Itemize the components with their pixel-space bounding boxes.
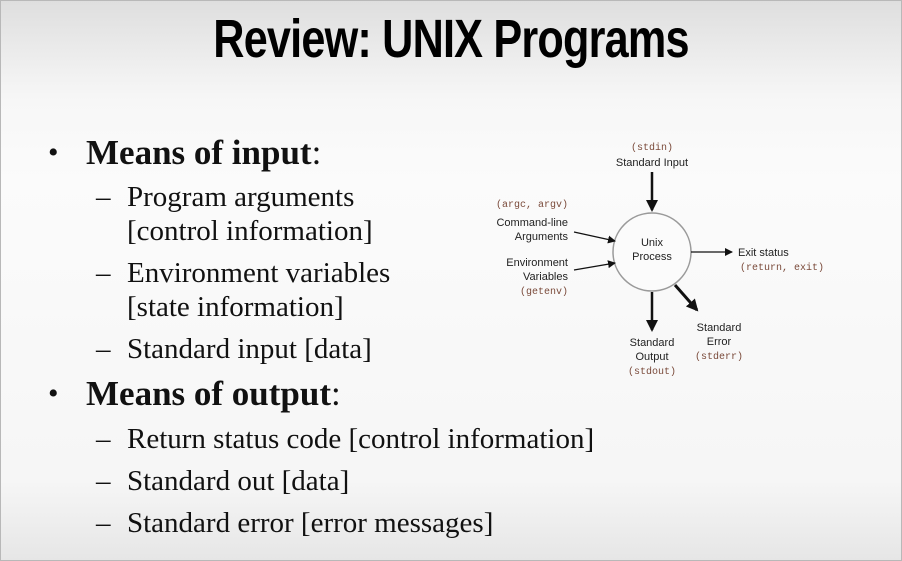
unix-process-diagram: (stdin) Standard Input Unix Process (arg… (470, 130, 870, 390)
env-label-line2: Variables (522, 271, 568, 283)
env-label-line1: Environment (506, 257, 568, 269)
sub-item-program-arguments: –Program arguments [control information] (96, 180, 373, 248)
args-arrow (573, 231, 616, 244)
exit-label: Exit status (738, 247, 789, 259)
args-label-line2: Arguments (514, 231, 568, 243)
stdout-label-line2: Output (635, 351, 669, 363)
sub-item-environment-variables: –Environment variables [state informatio… (96, 256, 390, 324)
exit-code: (return, exit) (740, 263, 825, 274)
bullet-means-of-output: • Means of output: (48, 374, 341, 414)
stderr-label-line2: Error (706, 336, 732, 348)
stdout-code: (stdout) (627, 367, 676, 378)
sub-item-text: Standard error [error messages] (127, 507, 494, 539)
stdin-label: Standard Input (615, 157, 689, 169)
stderr-code: (stderr) (694, 352, 743, 363)
process-label-line2: Process (632, 251, 672, 263)
dash: – (96, 423, 111, 455)
input-heading: Means of input (86, 133, 312, 172)
sub-item-standard-out: –Standard out [data] (96, 464, 349, 498)
stdin-code: (stdin) (630, 143, 673, 154)
args-code: (argc, argv) (495, 200, 568, 211)
sub-item-detail: [control information] (127, 215, 373, 247)
dash: – (96, 333, 111, 365)
sub-item-text: Environment variables (127, 257, 391, 289)
sub-item-detail: [state information] (127, 291, 344, 323)
slide-title: Review: UNIX Programs (213, 9, 689, 69)
output-heading-colon: : (331, 374, 341, 413)
sub-item-standard-input: –Standard input [data] (96, 332, 372, 366)
input-heading-colon: : (311, 133, 322, 172)
dash: – (96, 181, 111, 213)
sub-item-return-status: –Return status code [control information… (96, 422, 594, 456)
diagram-graphics (573, 172, 733, 332)
env-arrow (573, 260, 616, 271)
sub-item-text: Program arguments (127, 181, 355, 213)
sub-item-text: Standard out [data] (127, 465, 350, 497)
dash: – (96, 257, 111, 289)
args-label-line1: Command-line (496, 217, 568, 229)
process-label-line1: Unix (640, 237, 663, 249)
sub-item-text: Return status code [control information] (127, 423, 595, 455)
dash: – (96, 507, 111, 539)
bullet-dot: • (48, 136, 59, 169)
stderr-arrow (673, 284, 699, 312)
sub-item-standard-error: –Standard error [error messages] (96, 506, 493, 540)
dash: – (96, 465, 111, 497)
bullet-dot: • (48, 377, 59, 410)
sub-item-text: Standard input [data] (127, 333, 372, 365)
stderr-label-line1: Standard (696, 322, 742, 334)
bullet-means-of-input: • Means of input: (48, 133, 321, 173)
output-heading: Means of output (86, 374, 332, 413)
env-code: (getenv) (519, 287, 568, 298)
stdout-label-line1: Standard (629, 337, 675, 349)
